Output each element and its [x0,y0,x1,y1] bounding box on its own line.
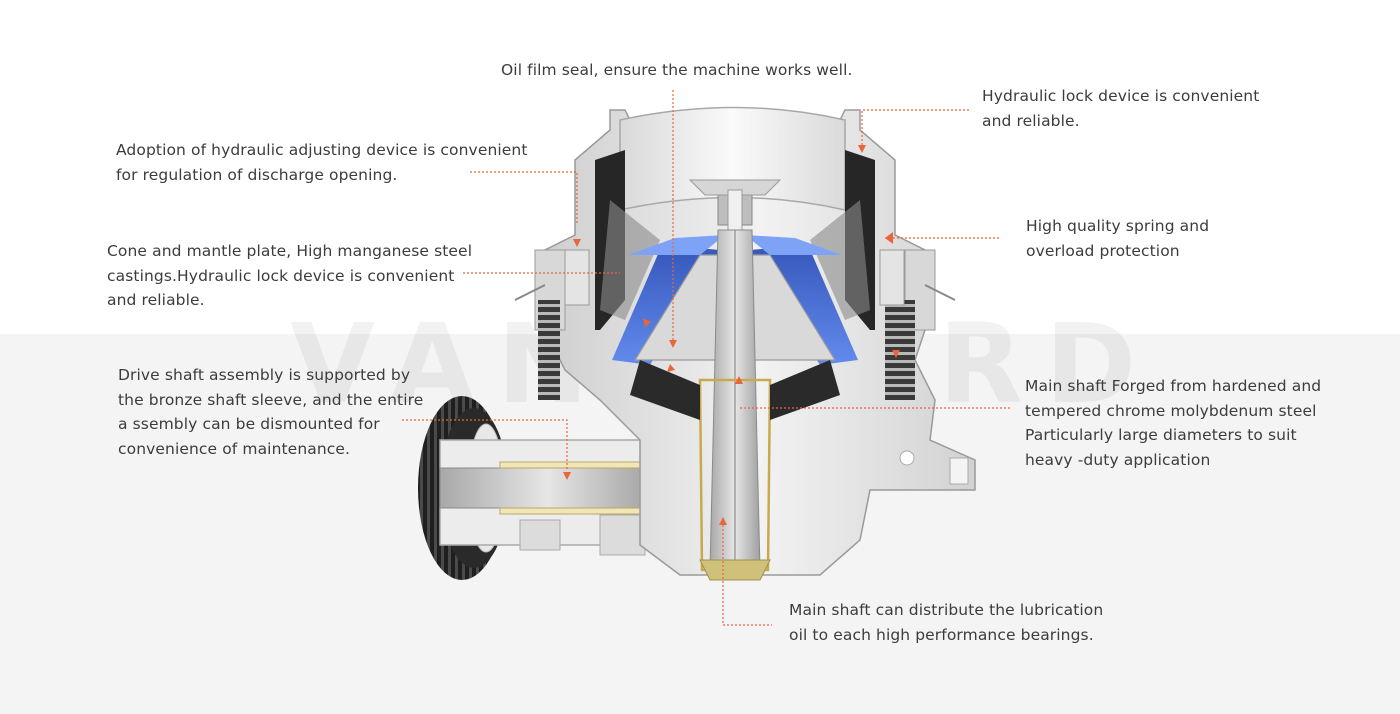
arrow-heads [563,145,900,525]
callout-hydraulic-lock: Hydraulic lock device is convenient and … [982,84,1259,133]
callout-line: Main shaft can distribute the lubricatio… [789,601,1104,619]
callout-line: overload protection [1026,241,1180,260]
callout-cone-mantle: Cone and mantle plate, High manganese st… [107,239,472,313]
callout-line: Particularly large diameters to suit [1025,426,1297,444]
callout-line: Oil film seal, ensure the machine works … [501,61,853,79]
callout-line: convenience of maintenance. [118,439,351,458]
callout-line: and reliable. [982,111,1080,130]
callout-line: High quality spring and [1026,217,1210,235]
callout-oil-film-seal: Oil film seal, ensure the machine works … [501,58,853,83]
callout-line: heavy -duty application [1025,450,1211,469]
callout-main-shaft-forged: Main shaft Forged from hardened and temp… [1025,374,1321,472]
callout-line: Hydraulic lock device is convenient [982,87,1260,105]
callout-line: Main shaft Forged from hardened and [1025,377,1322,395]
callout-line: Cone and mantle plate, High manganese st… [107,242,473,260]
bowl-hopper [595,106,875,330]
drive-shaft-housing [439,439,661,556]
leader-lines [402,90,1010,626]
callout-line: Adoption of hydraulic adjusting device i… [116,141,528,159]
callout-line: the bronze shaft sleeve, and the entire [118,390,424,409]
callout-hydraulic-adjusting: Adoption of hydraulic adjusting device i… [116,138,528,187]
callout-line: and reliable. [107,291,205,309]
callout-line: oil to each high performance bearings. [789,625,1094,644]
callout-line: Drive shaft assembly is supported by [118,366,411,384]
callout-main-shaft-lubrication: Main shaft can distribute the lubricatio… [789,598,1103,647]
main-shaft [630,229,840,581]
callout-line: a ssembly can be dismounted for [118,415,380,433]
callout-spring-protection: High quality spring and overload protect… [1026,214,1209,263]
callout-line: for regulation of discharge opening. [116,165,398,184]
callout-drive-shaft: Drive shaft assembly is supported by the… [118,363,423,461]
callout-line: tempered chrome molybdenum steel [1025,401,1317,420]
callout-line: castings.Hydraulic lock device is conven… [107,266,455,285]
